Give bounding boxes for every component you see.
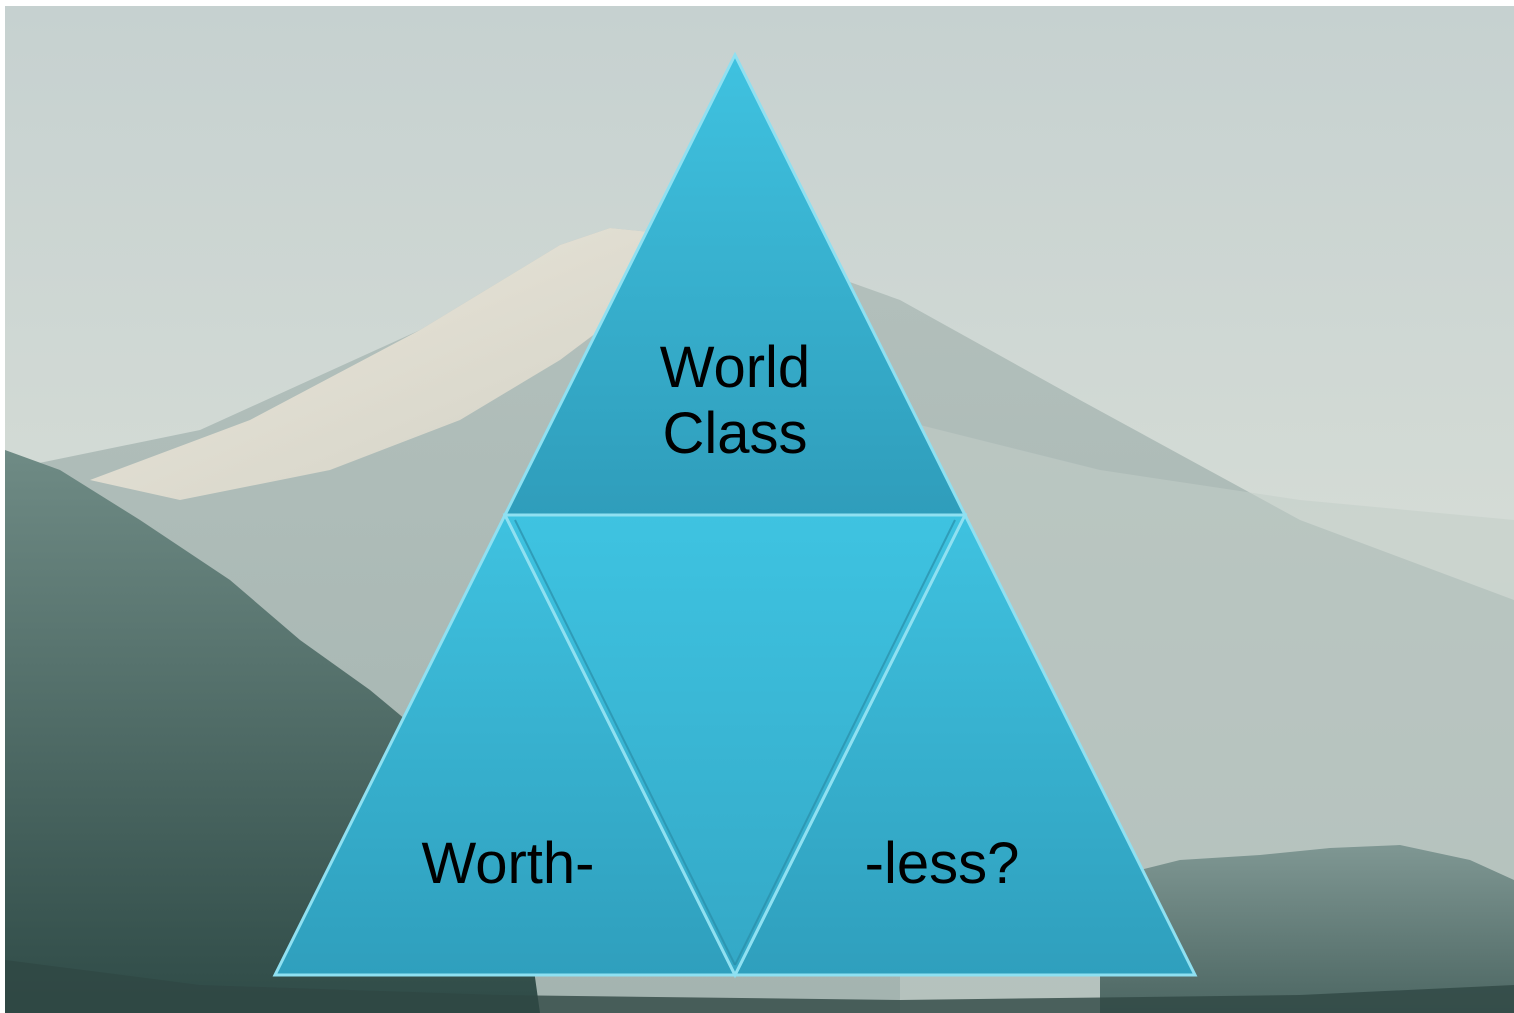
bottom-left-segment-label: Worth-: [422, 831, 595, 896]
foreground-band: [5, 960, 1514, 1013]
snow-cap: [90, 228, 700, 500]
top-segment-label-line-1: World: [660, 335, 810, 400]
top-segment-label-line-2: Class: [662, 401, 807, 466]
bevel-line-left: [514, 519, 736, 966]
right-forest-hill: [1100, 845, 1514, 1013]
middle-segment: [502, 513, 968, 979]
bevel-line-right: [734, 519, 956, 966]
bottom-right-segment-label: -less?: [865, 831, 1020, 896]
pyramid: World Class Worth- -less?: [272, 51, 1198, 979]
